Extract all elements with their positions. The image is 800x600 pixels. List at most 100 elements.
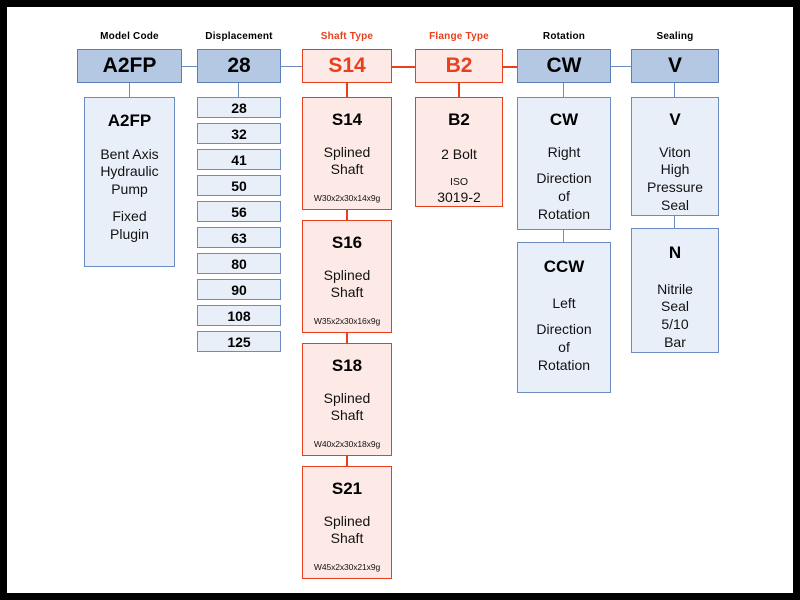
- option-spec: W35x2x30x16x9g: [313, 316, 381, 327]
- list-item[interactable]: 32: [197, 123, 281, 144]
- desc-line: Splined: [323, 266, 371, 283]
- header-sealing[interactable]: V: [631, 49, 719, 83]
- option-desc: Splined Shaft: [303, 144, 391, 180]
- column-title-shaft-type: Shaft Type: [320, 31, 374, 42]
- desc-line: Shaft: [330, 284, 364, 301]
- connector-rotation-to-sealing: [611, 66, 631, 68]
- option-code: S14: [331, 110, 363, 129]
- option-model-code-a2fp[interactable]: A2FP Bent Axis Hydraulic Pump Fixed Plug…: [84, 97, 175, 267]
- desc-line: Fixed: [112, 208, 147, 225]
- desc-spacer: [85, 199, 174, 208]
- connector-model-code-down: [129, 83, 131, 97]
- column-title-model-code: Model Code: [100, 31, 159, 42]
- connector-v-to-n: [674, 216, 676, 228]
- desc-line: Pressure: [646, 179, 704, 196]
- option-code: S21: [331, 479, 363, 498]
- iso-label: ISO: [449, 176, 469, 189]
- header-shaft-type[interactable]: S14: [302, 49, 392, 83]
- connector-shaft-to-flange: [392, 66, 415, 68]
- desc-line: Viton: [659, 143, 691, 160]
- option-desc: 2 Bolt: [416, 146, 502, 164]
- list-item[interactable]: 41: [197, 149, 281, 170]
- desc-line: 2 Bolt: [441, 145, 477, 162]
- desc-line: Direction: [536, 321, 592, 338]
- connector-flange-to-rotation: [503, 66, 517, 68]
- connector-s18-to-s21: [346, 456, 348, 466]
- header-displacement[interactable]: 28: [197, 49, 281, 83]
- connector-flange-down: [458, 83, 460, 97]
- option-shaft-s14[interactable]: S14 Splined Shaft W30x2x30x14x9g: [302, 97, 392, 210]
- option-shaft-s16[interactable]: S16 Splined Shaft W35x2x30x16x9g: [302, 220, 392, 333]
- option-desc: Splined Shaft: [303, 513, 391, 549]
- option-code: B2: [448, 110, 470, 129]
- desc-line: Rotation: [537, 206, 591, 223]
- option-code: CW: [549, 110, 579, 129]
- column-title-flange-type: Flange Type: [429, 31, 489, 42]
- header-model-code[interactable]: A2FP: [77, 49, 182, 83]
- desc-line: Splined: [323, 512, 371, 529]
- desc-spacer: [518, 312, 610, 321]
- column-title-sealing: Sealing: [656, 31, 694, 42]
- desc-line: Shaft: [330, 161, 364, 178]
- header-flange-type[interactable]: B2: [415, 49, 503, 83]
- desc-line: Shaft: [330, 530, 364, 547]
- connector-shaft-down: [346, 83, 348, 97]
- diagram-canvas: Model Code A2FP A2FP Bent Axis Hydraulic…: [7, 7, 793, 593]
- connector-s14-to-s16: [346, 210, 348, 220]
- list-item[interactable]: 28: [197, 97, 281, 118]
- option-sealing-n[interactable]: N Nitrile Seal 5/10 Bar: [631, 228, 719, 353]
- option-rotation-cw[interactable]: CW Right Direction of Rotation: [517, 97, 611, 230]
- connector-cw-to-ccw: [563, 230, 565, 242]
- option-spec: W40x2x30x18x9g: [313, 439, 381, 450]
- diagram-frame: Model Code A2FP A2FP Bent Axis Hydraulic…: [7, 7, 793, 593]
- desc-line: Hydraulic: [100, 163, 159, 180]
- option-desc: Splined Shaft: [303, 267, 391, 303]
- desc-line: Seal: [660, 197, 690, 214]
- connector-model-to-displacement: [175, 66, 197, 68]
- connector-displacement-down: [238, 83, 240, 97]
- option-spec: W45x2x30x21x9g: [313, 562, 381, 573]
- option-code: CCW: [543, 257, 585, 276]
- option-spec: W30x2x30x14x9g: [313, 193, 381, 204]
- option-code: S18: [331, 356, 363, 375]
- option-desc: Left Direction of Rotation: [518, 295, 610, 376]
- desc-line: Seal: [660, 298, 690, 315]
- connector-sealing-down: [674, 83, 676, 97]
- option-desc: Nitrile Seal 5/10 Bar: [632, 281, 718, 353]
- list-item[interactable]: 80: [197, 253, 281, 274]
- list-item[interactable]: 56: [197, 201, 281, 222]
- option-desc: Bent Axis Hydraulic Pump Fixed Plugin: [85, 146, 174, 245]
- desc-line: High: [660, 161, 690, 178]
- desc-line: Splined: [323, 389, 371, 406]
- connector-rotation-down: [563, 83, 565, 97]
- connector-s16-to-s18: [346, 333, 348, 343]
- option-code: S16: [331, 233, 363, 252]
- list-item[interactable]: 50: [197, 175, 281, 196]
- option-code: N: [668, 243, 682, 262]
- column-title-displacement: Displacement: [205, 31, 273, 42]
- column-title-rotation: Rotation: [542, 31, 586, 42]
- header-rotation[interactable]: CW: [517, 49, 611, 83]
- iso-value: 3019-2: [437, 189, 481, 206]
- list-item[interactable]: 125: [197, 331, 281, 352]
- option-shaft-s18[interactable]: S18 Splined Shaft W40x2x30x18x9g: [302, 343, 392, 456]
- option-code: V: [669, 110, 681, 129]
- desc-line: Pump: [111, 181, 148, 198]
- desc-line: Direction: [536, 170, 592, 187]
- desc-line: Bar: [664, 334, 686, 351]
- option-flange-b2[interactable]: B2 2 Bolt ISO 3019-2: [415, 97, 503, 207]
- option-sealing-v[interactable]: V Viton High Pressure Seal: [631, 97, 719, 216]
- option-shaft-s21[interactable]: S21 Splined Shaft W45x2x30x21x9g: [302, 466, 392, 579]
- list-item[interactable]: 63: [197, 227, 281, 248]
- desc-line: Plugin: [110, 226, 149, 243]
- desc-line: Rotation: [537, 357, 591, 374]
- option-rotation-ccw[interactable]: CCW Left Direction of Rotation: [517, 242, 611, 393]
- desc-line: Nitrile: [657, 280, 693, 297]
- desc-line: of: [558, 339, 570, 356]
- connector-displacement-to-shaft: [280, 66, 302, 68]
- desc-line: Shaft: [330, 407, 364, 424]
- option-desc: Right Direction of Rotation: [518, 144, 610, 225]
- list-item[interactable]: 90: [197, 279, 281, 300]
- desc-line: Splined: [323, 143, 371, 160]
- list-item[interactable]: 108: [197, 305, 281, 326]
